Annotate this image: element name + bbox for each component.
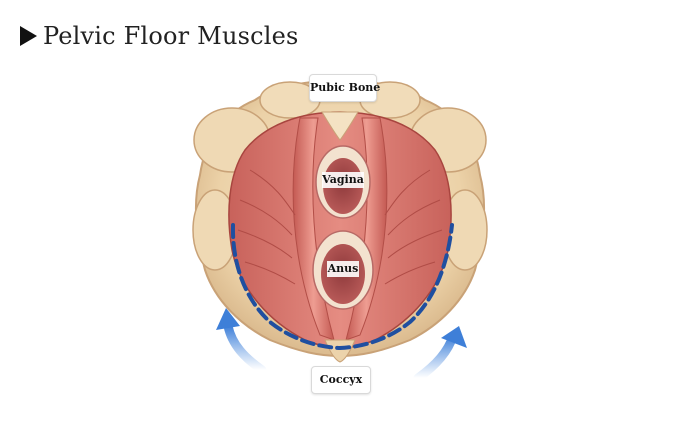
- play-triangle-icon: [20, 26, 37, 46]
- left-lift-arrow-icon: [216, 308, 267, 375]
- vagina-label: Vagina: [322, 172, 364, 188]
- title-text: Pelvic Floor Muscles: [43, 22, 299, 50]
- pelvic-floor-muscles: [228, 111, 452, 349]
- dashed-muscle-outline: [230, 223, 454, 351]
- pubic-bone-label: Pubic Bone: [309, 74, 380, 102]
- page-title: Pelvic Floor Muscles: [20, 22, 299, 50]
- right-lift-arrow-icon: [413, 326, 467, 383]
- coccyx-label: Coccyx: [311, 366, 371, 394]
- anus-label: Anus: [327, 261, 359, 277]
